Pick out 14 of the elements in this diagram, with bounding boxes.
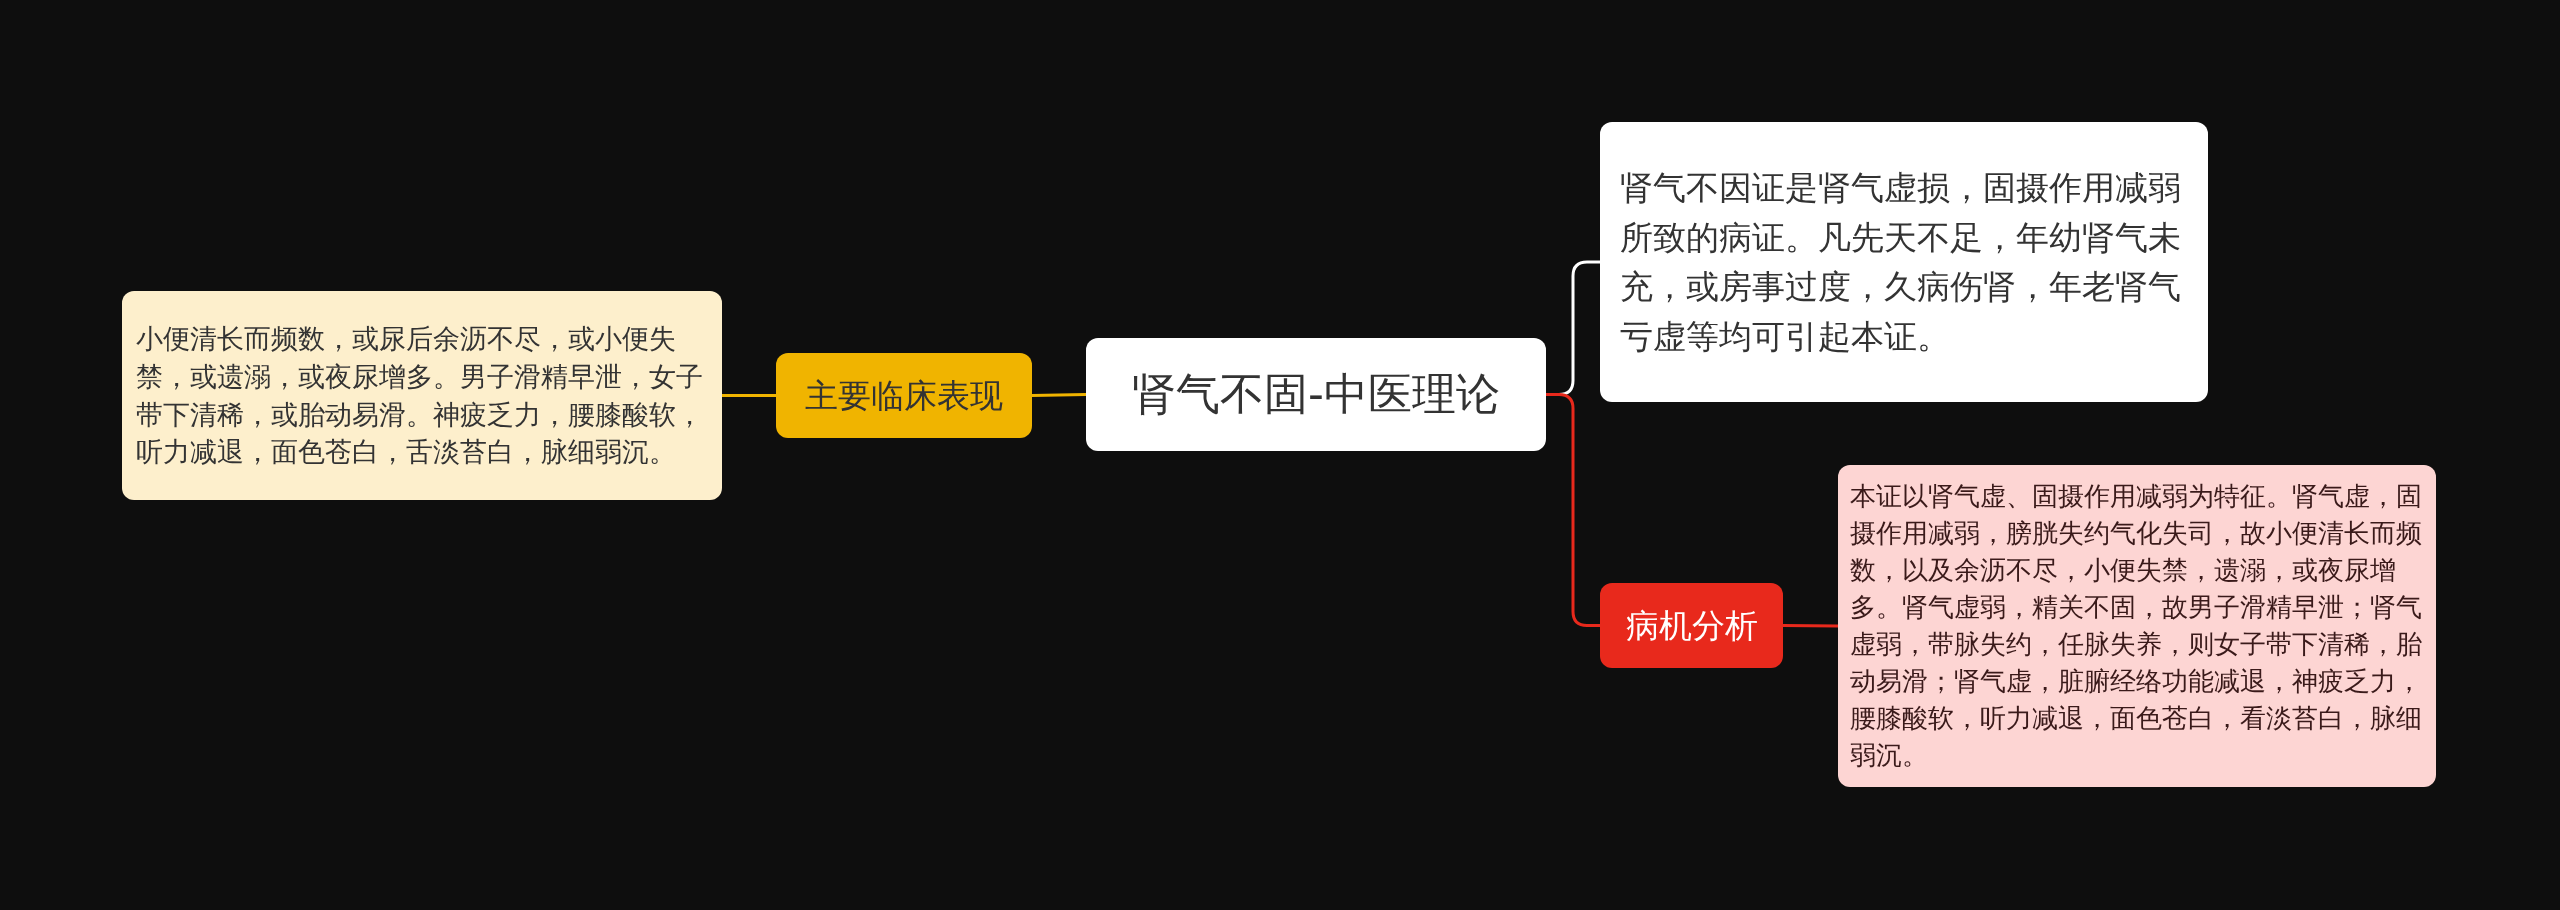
branch-box xyxy=(776,353,1032,438)
note-box xyxy=(122,291,722,500)
note-box xyxy=(1600,122,2208,402)
connector-line xyxy=(1783,624,1838,628)
connector-line xyxy=(722,394,776,397)
node-text: 主要临床表现 xyxy=(805,375,1003,416)
node-text: 本证以肾气虚、固摄作用减弱为特征。肾气虚，固摄作用减弱，膀胱失约气化失司，故小便清长而频数，以及余沥不尽，小便失禁，遗溺，或夜尿增多。肾气虚弱，精关不固，故男子滑精早泄；肾气虚弱，带脉失约，任脉失养，则女子带下清稀，胎动易滑；肾气虚，脏腑经络功能减退，神疲乏力，腰膝酸软，听力减退，面色苍白，看淡苔白，脉细弱沉。 xyxy=(1850,480,2423,772)
node-text: 病机分析 xyxy=(1625,605,1758,646)
connector-line xyxy=(1031,393,1087,397)
node-text: 肾气不固-中医理论 xyxy=(1132,368,1500,421)
topic-box xyxy=(1086,338,1546,451)
branch-box xyxy=(1600,583,1783,668)
node-text: 小便清长而频数，或尿后余沥不尽，或小便失禁，或遗溺，或夜尿增多。男子滑精早泄，女子带下清稀，或胎动易滑。神疲乏力，腰膝酸软，听力减退，面色苍白，舌淡苔白，脉细弱沉。 xyxy=(136,321,704,470)
node-text: 肾气不因证是肾气虚损，固摄作用减弱所致的病证。凡先天不足，年幼肾气未充，或房事过度，久病伤肾，年老肾气亏虚等均可引起本证。 xyxy=(1620,167,2182,358)
